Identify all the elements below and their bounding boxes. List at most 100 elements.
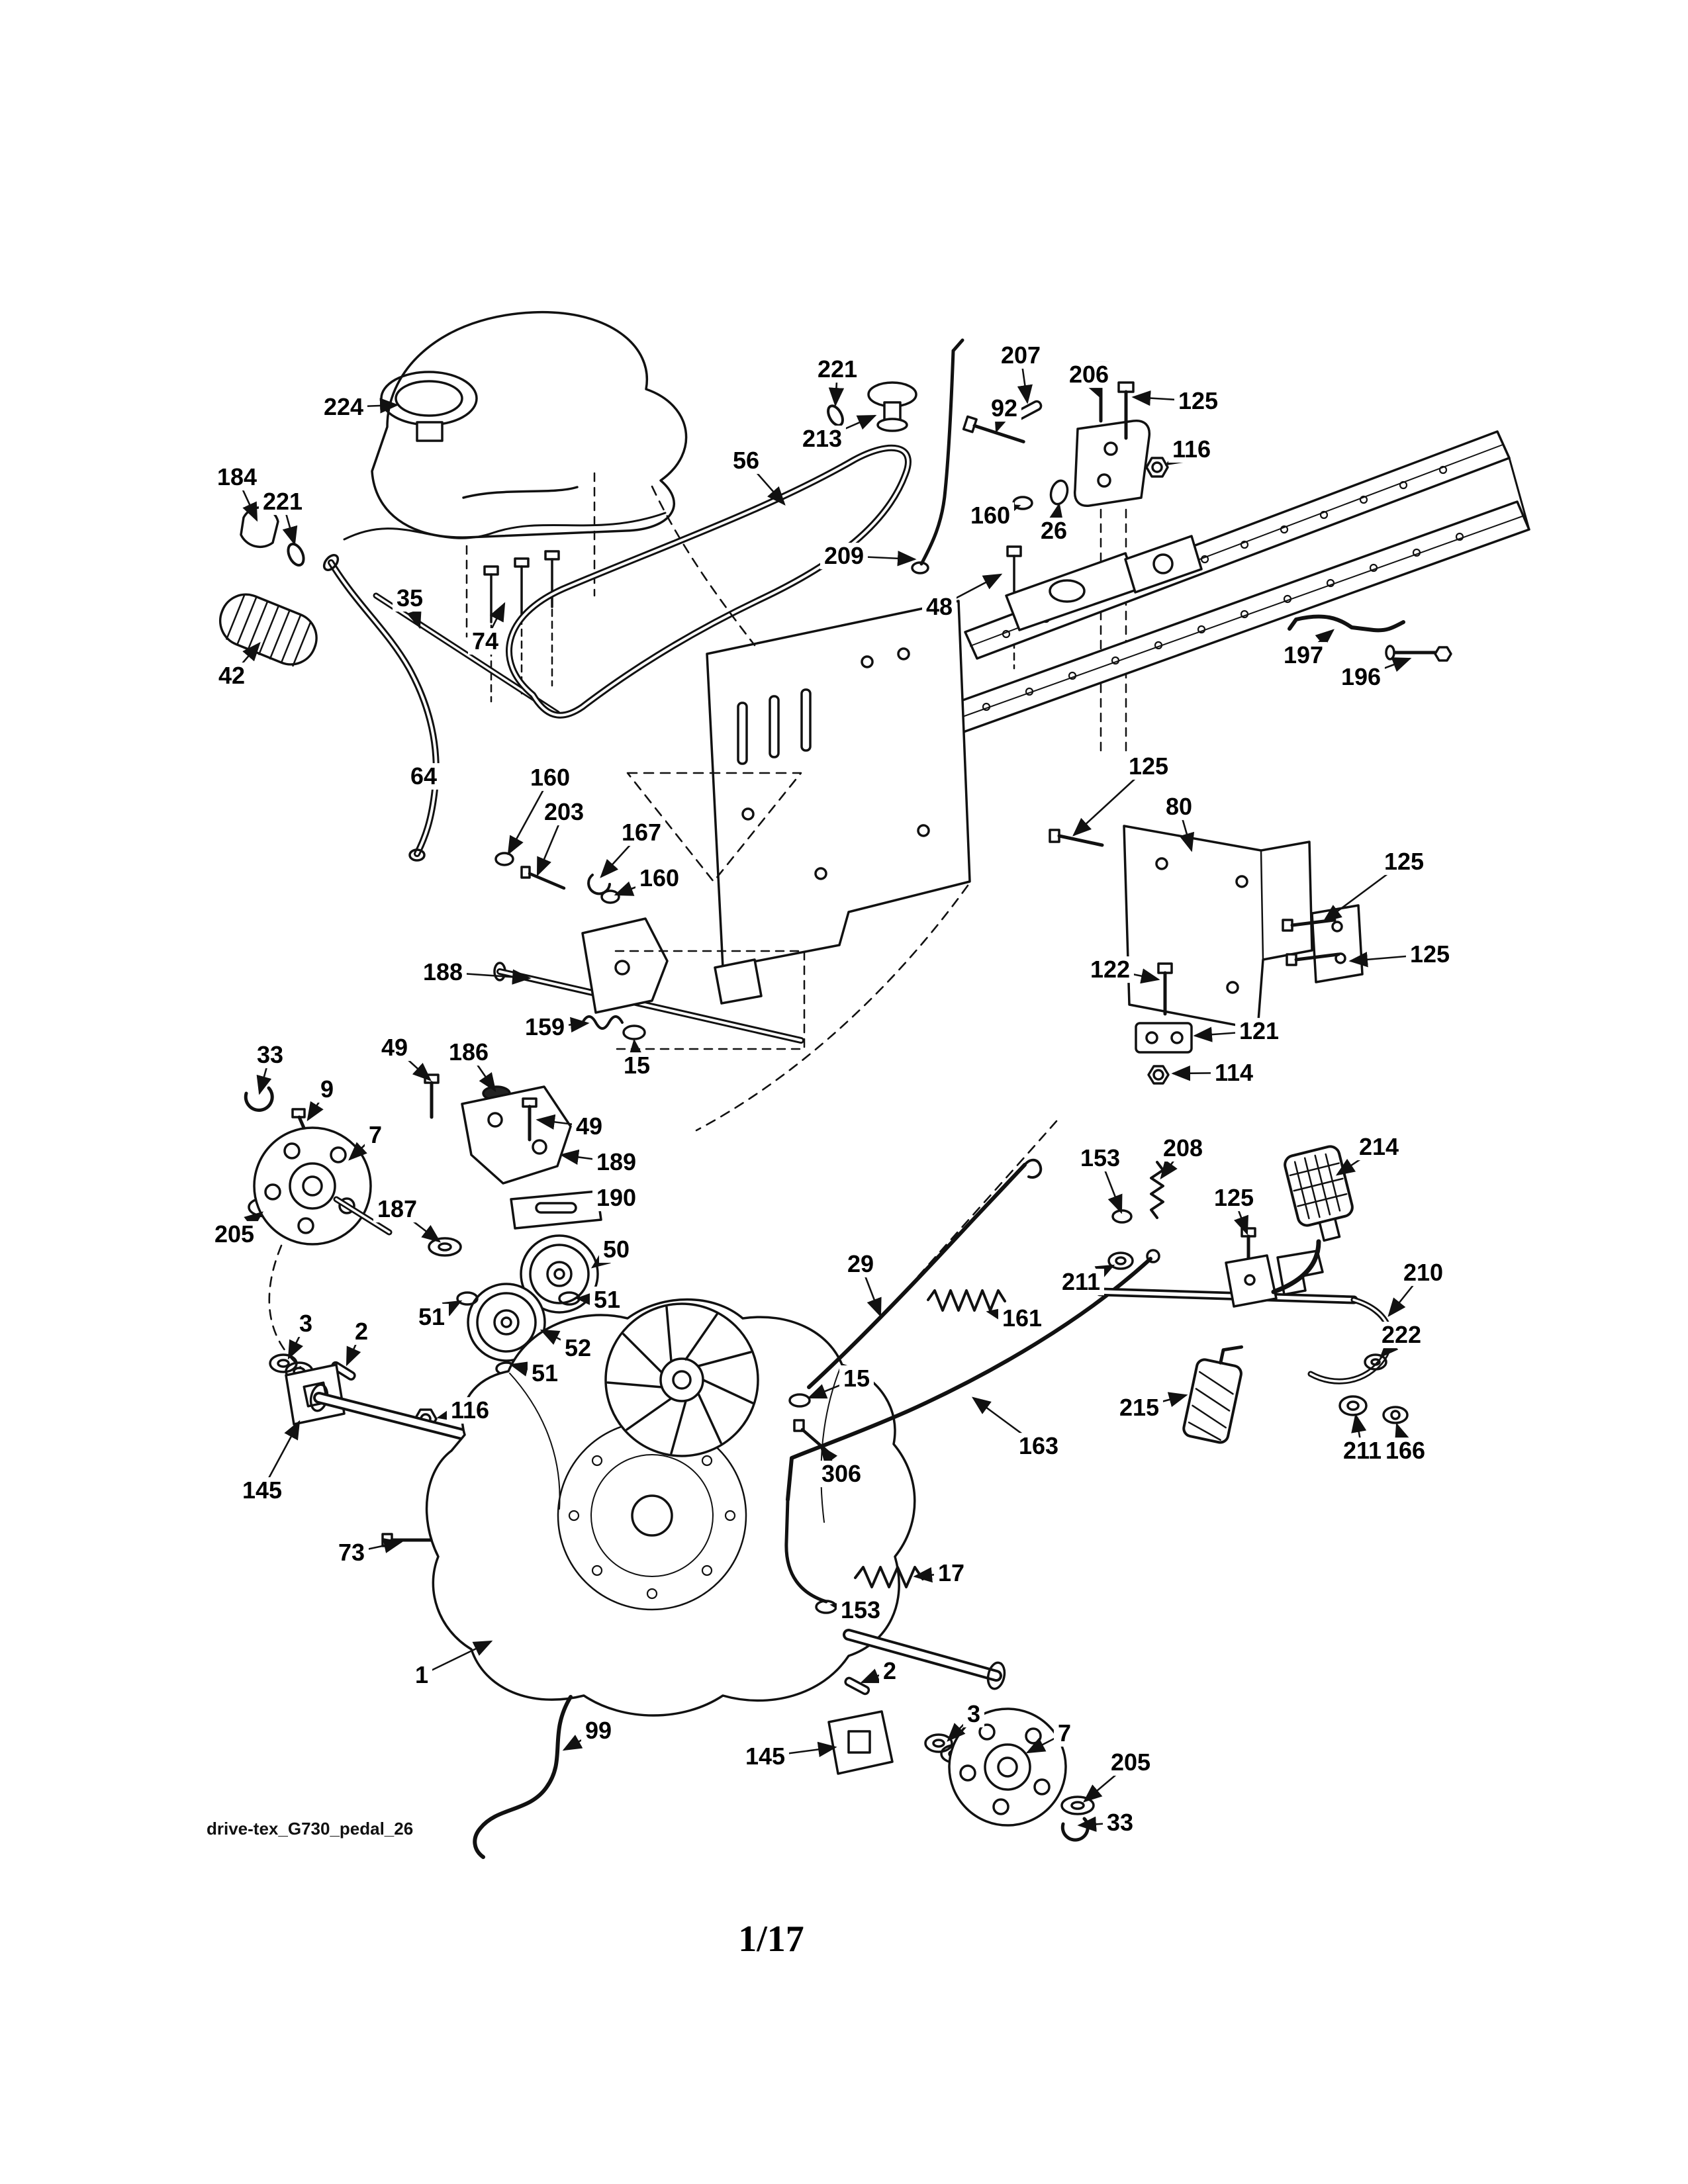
callout-206-4: 206 — [1064, 361, 1113, 388]
callout-306-68: 306 — [817, 1461, 866, 1487]
callout-167-23: 167 — [617, 819, 666, 846]
hub-left — [248, 1126, 393, 1246]
bracket-80 — [1049, 825, 1364, 1085]
callout-49-39: 49 — [571, 1113, 607, 1140]
callout-116-65: 116 — [446, 1397, 494, 1424]
bolt-196 — [1434, 646, 1452, 662]
washer-160-a — [494, 852, 514, 866]
callout-190-44: 190 — [592, 1185, 641, 1211]
callout-51-60: 51 — [527, 1360, 563, 1387]
nut-114 — [1147, 1065, 1170, 1085]
bolt-203 — [528, 872, 566, 890]
callout-159-33: 159 — [520, 1014, 569, 1040]
washer-205-bottom — [1060, 1796, 1095, 1815]
coupler-7-left — [253, 1126, 372, 1246]
callout-213-2: 213 — [798, 426, 847, 452]
washer-51-a — [456, 1291, 479, 1306]
callout-163-66: 163 — [1014, 1433, 1063, 1459]
callout-2-59: 2 — [350, 1318, 373, 1345]
callout-203-22: 203 — [539, 799, 588, 825]
drive-belt — [506, 444, 912, 719]
bolt-125-mid — [1057, 834, 1104, 847]
callout-7-40: 7 — [364, 1122, 387, 1148]
callout-121-31: 121 — [1235, 1018, 1284, 1044]
clip-167 — [587, 874, 611, 895]
callout-145-76: 145 — [741, 1743, 790, 1770]
callout-215-62: 215 — [1115, 1394, 1164, 1421]
callout-207-3: 207 — [996, 342, 1045, 369]
callout-125-28: 125 — [1405, 941, 1454, 968]
callout-187-43: 187 — [373, 1196, 422, 1222]
wire-99 — [473, 1695, 573, 1859]
callout-73-69: 73 — [334, 1539, 369, 1566]
callout-51-53: 51 — [414, 1304, 449, 1330]
callout-15-61: 15 — [839, 1365, 874, 1392]
callout-122-30: 122 — [1086, 956, 1135, 983]
spring-161 — [927, 1289, 1006, 1312]
callout-56-8: 56 — [728, 447, 764, 474]
spring-17 — [854, 1566, 924, 1588]
callout-197-18: 197 — [1279, 642, 1328, 668]
washer-187 — [428, 1237, 462, 1257]
callout-211-50: 211 — [1057, 1269, 1105, 1295]
bracket-190 — [510, 1190, 602, 1230]
callout-125-25: 125 — [1124, 753, 1173, 780]
pedal-215 — [1182, 1345, 1244, 1444]
lift-shaft-188 — [493, 852, 806, 1050]
callout-125-27: 125 — [1380, 848, 1429, 875]
callout-214-48: 214 — [1354, 1134, 1403, 1160]
callout-52-56: 52 — [560, 1335, 596, 1361]
callout-2-73: 2 — [878, 1658, 901, 1684]
callout-166-64: 166 — [1381, 1437, 1430, 1464]
washer-160-b — [600, 889, 620, 904]
pedal-214 — [1284, 1145, 1354, 1242]
callout-51-54: 51 — [589, 1287, 625, 1313]
lever-plate — [1073, 420, 1151, 507]
fuel-cap — [416, 421, 444, 442]
callout-1-72: 1 — [410, 1662, 433, 1688]
footer-note: drive-tex_G730_pedal_26 — [207, 1819, 414, 1839]
bolt-92 — [972, 424, 1025, 443]
washer-222 — [1364, 1353, 1387, 1371]
pedal-assembly — [1096, 1145, 1409, 1444]
nut-116-top — [1145, 457, 1169, 478]
callout-186-38: 186 — [444, 1039, 493, 1066]
callout-205-42: 205 — [210, 1221, 259, 1248]
callout-7-77: 7 — [1053, 1720, 1076, 1747]
callout-224-0: 224 — [319, 394, 368, 420]
callout-3-75: 3 — [962, 1701, 985, 1727]
callout-92-6: 92 — [986, 395, 1022, 422]
callout-74-16: 74 — [467, 628, 503, 655]
callout-161-55: 161 — [998, 1305, 1047, 1332]
callout-184-13: 184 — [212, 464, 261, 490]
callout-116-7: 116 — [1168, 436, 1215, 463]
callout-221-14: 221 — [258, 488, 307, 515]
callout-205-78: 205 — [1106, 1749, 1155, 1776]
callout-153-46: 153 — [1076, 1145, 1125, 1171]
rod-209 — [919, 349, 955, 566]
callout-145-67: 145 — [238, 1477, 287, 1504]
callout-221-1: 221 — [813, 356, 862, 383]
cap-213 — [827, 381, 917, 432]
callout-114-32: 114 — [1210, 1060, 1258, 1086]
callout-42-17: 42 — [214, 662, 250, 689]
callout-125-49: 125 — [1209, 1185, 1258, 1211]
callout-33-35: 33 — [252, 1042, 288, 1068]
spring-159 — [581, 1015, 624, 1030]
callout-80-26: 80 — [1161, 794, 1197, 820]
frame — [947, 430, 1530, 735]
cooling-fan — [604, 1302, 759, 1457]
callout-160-24: 160 — [635, 865, 684, 891]
callout-211-63: 211 — [1338, 1437, 1386, 1464]
bolt-48 — [1006, 545, 1022, 670]
callout-49-37: 49 — [377, 1034, 412, 1061]
callout-33-79: 33 — [1102, 1809, 1138, 1836]
callout-160-9: 160 — [966, 502, 1015, 529]
callout-189-41: 189 — [592, 1149, 641, 1175]
callout-125-5: 125 — [1174, 388, 1223, 414]
callout-188-29: 188 — [418, 959, 467, 985]
callout-26-10: 26 — [1036, 518, 1072, 544]
callout-209-11: 209 — [820, 543, 868, 569]
page-number: 1/17 — [738, 1919, 804, 1960]
washer-3-c — [924, 1733, 953, 1753]
